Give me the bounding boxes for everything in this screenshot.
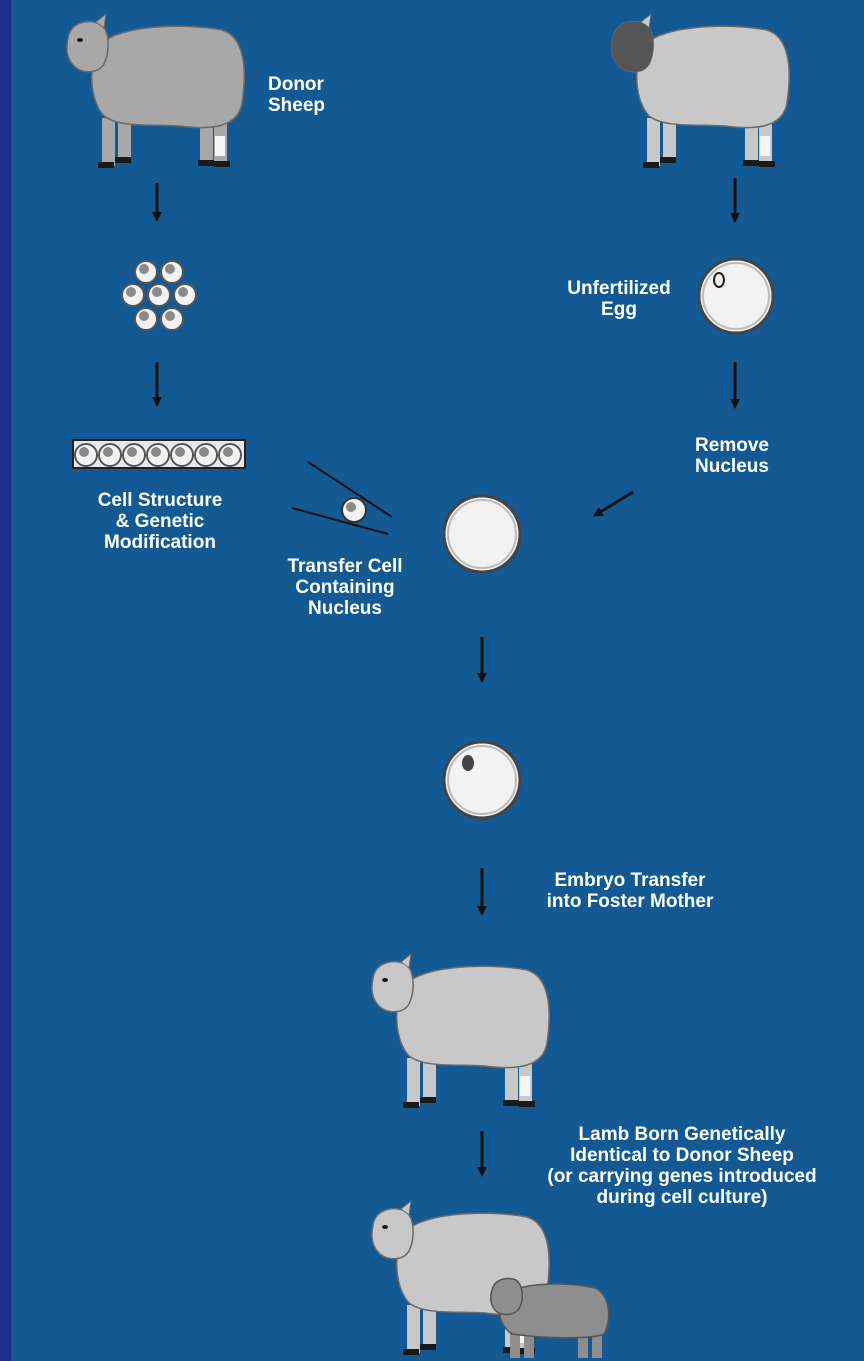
donor-sheep-icon [67, 14, 244, 168]
lamb-born-label: Lamb Born Genetically Identical to Donor… [500, 1124, 864, 1208]
donor-sheep-label: Donor Sheep [268, 74, 325, 116]
egg-cell-icon [699, 259, 773, 333]
transfer-cell-label: Transfer Cell Containing Nucleus [250, 556, 440, 619]
egg-sheep-icon [612, 14, 789, 168]
cell-cluster-icon [122, 261, 196, 330]
cell-culture-row-icon [73, 440, 245, 468]
embryo-transfer-label: Embryo Transfer into Foster Mother [505, 870, 755, 912]
foster-sheep-icon [372, 954, 549, 1108]
arrow-diagonal-icon [597, 492, 633, 514]
micropipette-icon [292, 462, 392, 534]
remove-nucleus-label: Remove Nucleus [662, 435, 802, 477]
enucleated-egg-icon [444, 496, 520, 572]
cell-structure-label: Cell Structure & Genetic Modification [62, 490, 258, 553]
embryo-cell-icon [444, 742, 520, 818]
unfertilized-egg-label: Unfertilized Egg [544, 278, 694, 320]
